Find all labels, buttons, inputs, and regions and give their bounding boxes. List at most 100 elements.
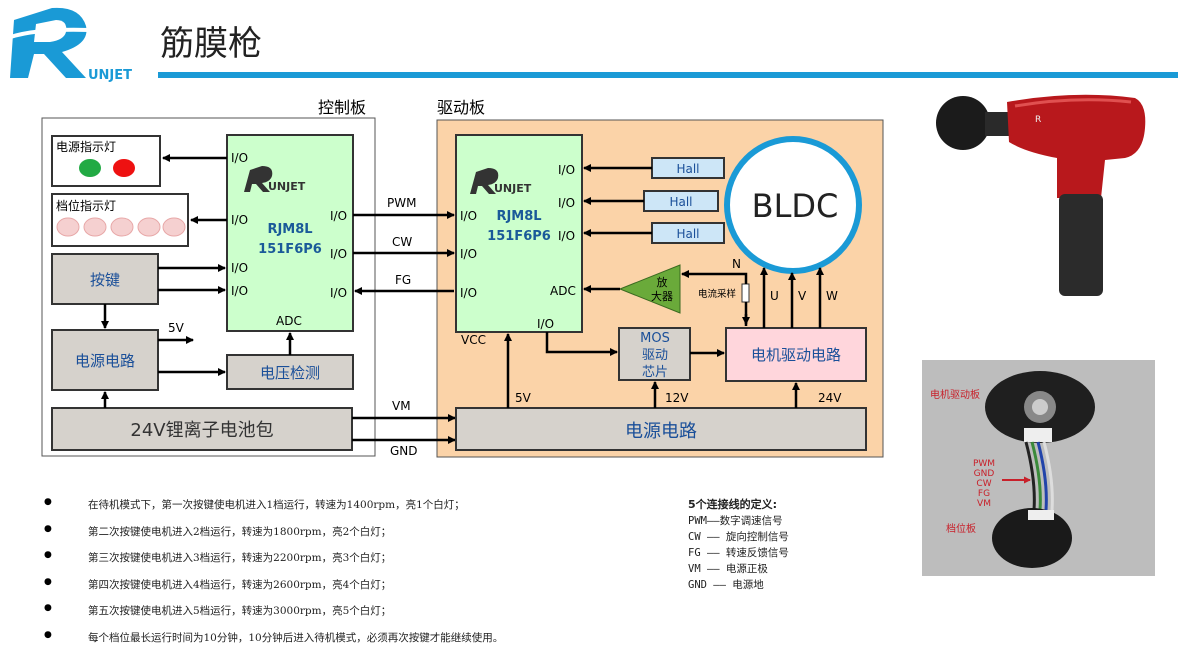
control-mcu-pins: I/O I/O I/O I/O I/O I/O I/O ADC: [231, 151, 347, 328]
voltage-detect-label: 电压检测: [260, 364, 320, 382]
gear-board: [992, 508, 1072, 568]
driver-power-circuit-block: [455, 407, 867, 451]
header: UNJET 筋膜枪: [1, 7, 1178, 83]
driver-voltage-labels: U V W 5V 12V 24V: [515, 289, 842, 405]
definitions-title: 5个连接线的定义:: [688, 498, 778, 511]
driver-mcu-logo: UNJET: [470, 168, 532, 195]
control-5v-label: 5V: [168, 321, 185, 335]
control-mcu-logo: UNJET: [244, 166, 306, 193]
control-power-circuit-block: [51, 329, 159, 391]
control-mcu-name-2: 151F6P6: [258, 242, 322, 257]
driver-board-label: 驱动板: [437, 98, 485, 117]
n-label: N: [732, 257, 741, 271]
bldc-label: BLDC: [752, 187, 839, 225]
gear-leds: [56, 217, 186, 237]
note-item: 第五次按键使电机进入5档运行，转速为3000rpm，亮5个白灯；: [40, 603, 660, 630]
link-cw: CW: [392, 235, 412, 249]
svg-text:I/O: I/O: [330, 286, 347, 300]
note-item: 第四次按键使电机进入4档运行，转速为2600rpm，亮4个白灯；: [40, 577, 660, 604]
svg-text:5V: 5V: [515, 391, 532, 405]
definition-item: VM —— 电源正极: [688, 563, 768, 575]
driver-mcu-name-2: 151F6P6: [487, 229, 551, 244]
svg-text:12V: 12V: [665, 391, 689, 405]
definition-item: GND —— 电源地: [688, 579, 764, 591]
svg-text:ADC: ADC: [276, 314, 302, 328]
amp-label-1: 放: [657, 275, 668, 289]
current-sense-label: 电流采样: [698, 288, 736, 300]
svg-text:24V: 24V: [818, 391, 842, 405]
link-fg: FG: [395, 273, 411, 287]
link-gnd: GND: [390, 444, 418, 458]
definition-item: CW —— 旋向控制信号: [688, 531, 789, 543]
sense-resistor: [741, 283, 750, 303]
svg-text:I/O: I/O: [460, 286, 477, 300]
block-diagram: 控制板 驱动板 电源指示灯 档位指示灯 按键 电源电路 电压检测 24V锂离子电…: [41, 98, 884, 458]
gun-handle: [1059, 194, 1103, 296]
link-labels: PWM CW FG VM GND: [387, 196, 418, 458]
svg-text:I/O: I/O: [558, 196, 575, 210]
definition-item: PWM——数字调速信号: [688, 515, 783, 527]
link-vm: VM: [392, 399, 411, 413]
svg-text:I/O: I/O: [330, 247, 347, 261]
gear-led-label: 档位指示灯: [56, 198, 116, 213]
driver-mcu-pins: I/O I/O I/O I/O I/O I/O ADC I/O: [460, 163, 576, 331]
svg-text:Hall: Hall: [669, 195, 692, 209]
mos-label-1: MOS: [640, 331, 670, 346]
link-arrows: [352, 211, 456, 444]
svg-text:I/O: I/O: [460, 247, 477, 261]
battery-label: 24V锂离子电池包: [130, 420, 273, 441]
massage-gun-photo: R: [925, 88, 1160, 303]
svg-text:CW: CW: [976, 479, 991, 489]
hall-arrows: [583, 164, 652, 237]
svg-text:FG: FG: [978, 489, 990, 499]
photo-gear-board-label: 档位板: [946, 522, 976, 535]
red-led: [113, 159, 135, 177]
photo-board-label: 电机驱动板: [930, 388, 980, 401]
motor-driver-block: [725, 327, 867, 382]
power-led-box: [51, 135, 161, 187]
voltage-detect-block: [226, 354, 354, 390]
svg-text:UNJET: UNJET: [494, 182, 532, 195]
svg-text:I/O: I/O: [558, 163, 575, 177]
mos-label-3: 芯片: [642, 365, 668, 380]
link-pwm: PWM: [387, 196, 416, 210]
svg-text:I/O: I/O: [460, 209, 477, 223]
mos-driver-block: [618, 327, 691, 381]
svg-text:I/O: I/O: [231, 284, 248, 298]
connection-definitions: 5个连接线的定义: PWM——数字调速信号 CW —— 旋向控制信号 FG ——…: [688, 497, 789, 593]
power-led-label: 电源指示灯: [56, 139, 116, 154]
gun-body: [1007, 94, 1146, 198]
bldc-motor: [724, 136, 862, 274]
control-mcu: [226, 134, 354, 332]
mos-label-2: 驱动: [642, 348, 668, 363]
driver-mcu-name-1: RJM8L: [496, 209, 541, 224]
driver-vcc-label: VCC: [461, 333, 486, 347]
control-arrows: [101, 154, 294, 408]
svg-text:ADC: ADC: [550, 284, 576, 298]
note-item: 在待机模式下，第一次按键使电机进入1档运行，转速为1400rpm，亮1个白灯；: [40, 497, 660, 524]
massage-head: [936, 96, 990, 150]
svg-text:V: V: [798, 289, 807, 303]
svg-text:I/O: I/O: [231, 213, 248, 227]
photo-wire-labels: PWM GND CW FG VM: [973, 459, 995, 509]
battery-block: [51, 407, 353, 451]
control-power-circuit-label: 电源电路: [75, 352, 135, 370]
control-board-label: 控制板: [318, 98, 366, 117]
hall-sensors: Hall Hall Hall: [643, 157, 725, 244]
svg-text:PWM: PWM: [973, 459, 995, 469]
amplifier: [618, 264, 681, 314]
motor-driver-label: 电机驱动电路: [751, 346, 841, 364]
svg-text:I/O: I/O: [231, 261, 248, 275]
amp-label-2: 大器: [651, 289, 673, 303]
svg-text:W: W: [826, 289, 838, 303]
svg-text:U: U: [770, 289, 779, 303]
definition-item: FG —— 转速反馈信号: [688, 547, 789, 559]
note-item: 第三次按键使电机进入3档运行，转速为2200rpm，亮3个白灯；: [40, 550, 660, 577]
svg-text:Hall: Hall: [676, 162, 699, 176]
boards-photo: 电机驱动板 PWM GND CW FG VM 档位板: [922, 360, 1155, 576]
header-rule: [158, 72, 1178, 78]
svg-text:UNJET: UNJET: [268, 180, 306, 193]
control-mcu-name-1: RJM8L: [267, 222, 312, 237]
svg-text:I/O: I/O: [537, 317, 554, 331]
svg-text:VM: VM: [977, 499, 991, 509]
